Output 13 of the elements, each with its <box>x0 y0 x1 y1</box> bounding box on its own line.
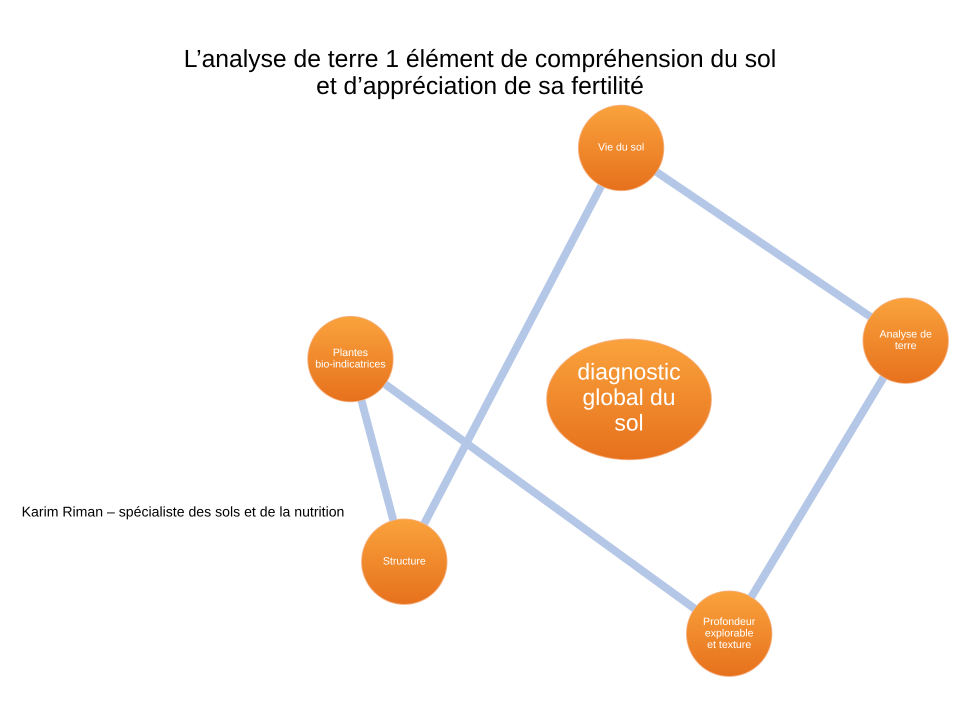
connector <box>382 381 697 612</box>
connector <box>748 375 887 600</box>
caption: Karim Riman – spécialiste des sols et de la nutrition <box>22 503 344 520</box>
node-circle: Analyse de terre <box>862 297 949 384</box>
node-circle: Profondeur explorable et texture <box>686 590 772 677</box>
connector <box>358 400 398 522</box>
node-circle: Vie du sol <box>578 104 664 192</box>
node-ellipse: diagnostic global du sol <box>546 338 712 460</box>
node-circle: Plantes bio-indicatrices <box>307 316 394 402</box>
connector <box>654 168 872 320</box>
connector <box>420 184 605 526</box>
diagram-title: L’analyse de terre 1 élément de compréhension du sol et d’appréciation de sa fertilité <box>184 46 776 100</box>
node-circle: Structure <box>361 518 448 605</box>
